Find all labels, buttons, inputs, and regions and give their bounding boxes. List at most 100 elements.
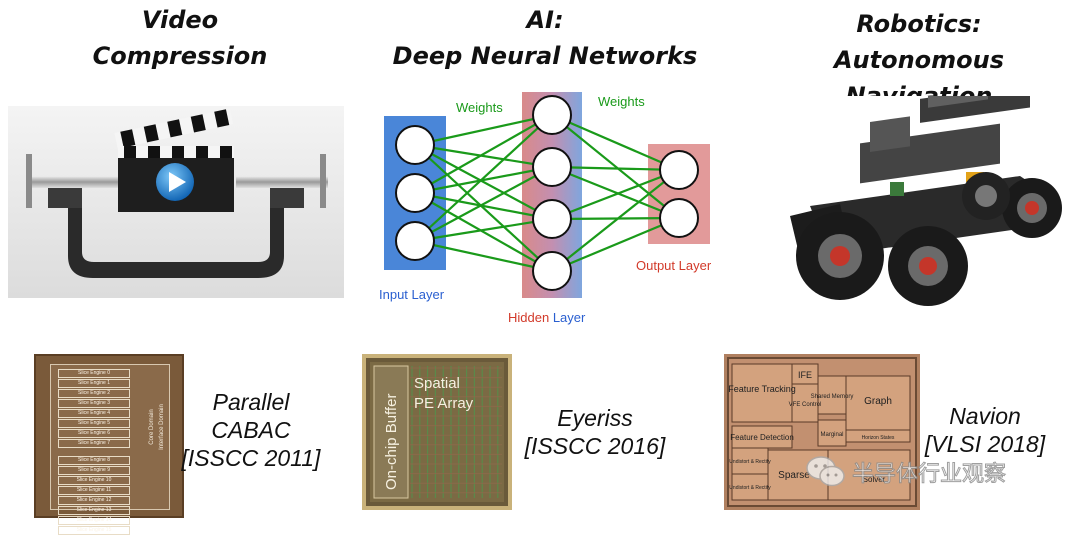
navion-die-photo: Feature Tracking IFE VFE Control Shared … [724,354,920,510]
weight-edge [414,114,553,242]
weight-edge [551,165,680,172]
hidden-layer-label: Hidden Layer [508,310,586,325]
slice-engine-row: Slice Engine 15 [58,525,130,535]
input-neuron [395,125,435,165]
clamp-screw-left [28,176,118,188]
input-layer-label: Input Layer [379,287,445,302]
sparse-label: Sparse [778,470,810,481]
weight-edges [414,113,680,273]
weights-label-left: Weights [456,100,503,115]
input-neuron [395,173,435,213]
undistort-rectify-label-2: Undistort & Rectify [729,485,771,491]
hidden-label-red: Hidden [508,310,549,325]
slice-engine-row: Slice Engine 1 [58,378,130,388]
caption-line: [ISSCC 2016] [524,433,666,459]
hidden-label-blue: Layer [549,310,586,325]
weight-edge [414,144,553,220]
caption-line: [VLSI 2018] [924,431,1046,457]
navion-caption: Navion [VLSI 2018] [920,402,1050,458]
weight-edge [414,143,553,169]
weight-edge [414,165,553,195]
slice-engine-row: Slice Engine 12 [58,495,130,506]
slice-engine-row: Slice Engine 4 [58,408,130,418]
slice-engine-row: Slice Engine 13 [58,505,130,516]
weight-edge [414,144,553,272]
weight-edge [414,114,553,194]
feature-detection-label: Feature Detection [730,433,794,442]
neurons [395,95,699,291]
title-line-2: Deep Neural Networks [392,42,698,70]
shared-memory-label: Shared Memory [811,394,854,400]
wheel-front-left [796,212,884,300]
caption-line: Parallel [212,389,290,415]
hidden-neuron [532,147,572,187]
weight-edge [551,216,680,273]
hidden-neuron [532,199,572,239]
interface-domain-label: Interface Domain [159,404,165,450]
pe-array-label: PE Array [414,395,474,412]
weight-edge [414,239,553,273]
caption-line: CABAC [211,417,291,443]
slice-engine-row: Slice Engine 14 [58,515,130,526]
weight-edge [551,114,680,219]
caption-line: Eyeriss [557,405,633,431]
ife-label: IFE [798,370,812,380]
caption-line: Navion [949,403,1021,429]
eyeriss-caption: Eyeriss [ISSCC 2016] [512,404,678,460]
output-layer-label: Output Layer [636,258,712,273]
horizon-states-label: Horizon States [862,435,895,441]
weights-label-right: Weights [598,94,645,109]
title-line-1: Video [141,6,219,34]
title-deep-neural-networks: AI: Deep Neural Networks [390,2,700,74]
weight-edge [414,217,553,243]
weight-edge [551,216,680,221]
wheel-rear [1002,178,1062,238]
title-line-1: Robotics: [856,10,982,38]
eyeriss-die-photo: On-chip Buffer Spatial PE Array [362,354,512,510]
hidden-neuron [532,251,572,291]
slice-engine-row: Slice Engine 10 [58,475,130,486]
solver-label: Solver [863,475,886,484]
slice-engine-row: Slice Engine 8 [58,455,130,466]
video-clamp-image [8,106,344,298]
wheel-rear-far [962,172,1010,220]
weight-edge [414,191,553,221]
input-neuron [395,221,435,261]
graph-label: Graph [864,396,892,407]
pe-array-grid [410,366,502,498]
slice-engine-row: Slice Engine 0 [58,368,130,378]
on-chip-buffer-label: On-chip Buffer [383,394,400,490]
wheel-front-right [888,226,968,306]
weight-edge [414,166,553,242]
weight-edge [551,168,680,221]
slice-engine-row: Slice Engine 7 [58,438,130,448]
caption-line: [ISSCC 2011] [181,445,321,471]
spatial-label: Spatial [414,375,460,392]
watermark: 半导体行业观察 [806,452,1056,492]
slice-engine-row: Slice Engine 5 [58,418,130,428]
wechat-icon [806,456,845,487]
weight-edge [551,165,680,220]
core-domain-label: Core Domain [149,409,155,445]
title-line-2: Compression [92,42,268,70]
weight-edge [551,113,680,172]
title-line-1: AI: [526,6,564,34]
weight-edge [551,169,680,272]
output-neuron [659,150,699,190]
neural-network-diagram: Weights Weights Input Layer Output Layer… [379,92,712,325]
vfe-control-label: VFE Control [789,402,822,408]
slice-engine-row: Slice Engine 3 [58,398,130,408]
title-video-compression: Video Compression [60,2,300,74]
clamp-screw-right [236,176,328,188]
robot-car-image [770,96,1076,310]
slice-engine-row: Slice Engine 2 [58,388,130,398]
feature-tracking-label: Feature Tracking [728,384,796,394]
hidden-neuron [532,95,572,135]
undistort-rectify-label-1: Undistort & Rectify [729,459,771,465]
output-neuron [659,198,699,238]
slice-engine-row: Slice Engine 11 [58,485,130,496]
cabac-caption: Parallel CABAC [ISSCC 2011] [178,388,324,472]
marginal-label: Marginal [820,432,843,438]
